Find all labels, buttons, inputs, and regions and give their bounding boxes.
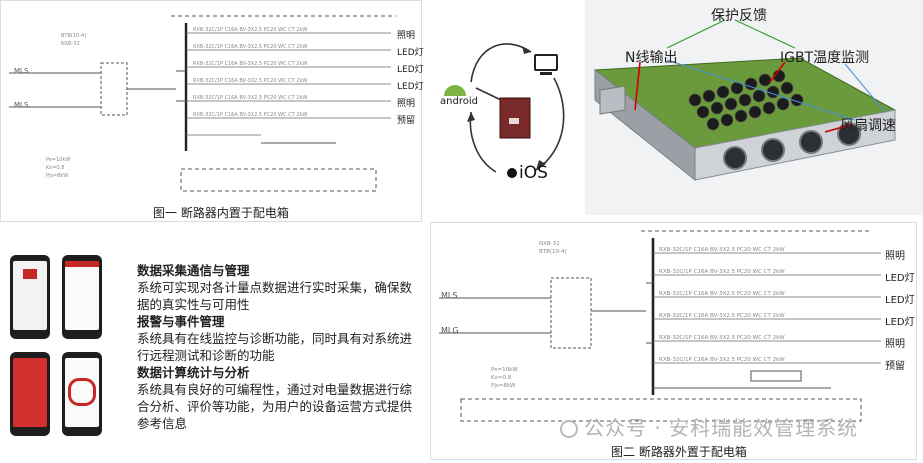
label-n-line-output: N线输出 — [625, 50, 678, 66]
svg-text:BTB(10-4): BTB(10-4) — [539, 249, 567, 255]
watermark: 公众号 · 安科瑞能效管理系统 — [560, 412, 858, 441]
svg-text:Pe=10kW: Pe=10kW — [46, 157, 70, 163]
fig1-load-2: LED灯 — [397, 48, 424, 58]
fig1-load-1: 照明 — [397, 31, 416, 41]
apple-icon — [507, 168, 517, 178]
feature-2-title: 报警与事件管理 — [137, 314, 225, 329]
fig1-load-5: 照明 — [397, 99, 416, 109]
feature-1-body: 系统可实现对各计量点数据进行实时采集，确保数据的真实性与可用性 — [137, 280, 413, 312]
ios-label: iOS — [519, 163, 548, 183]
figure-2-panel: RXB-32C/1P C16A BV-3X2.5 PC20 WC CT 2kW … — [430, 222, 917, 460]
feature-3-body: 系统具有良好的可编程性，通过对电量数据进行综合分析、评价等功能，为用户的设备运营… — [137, 382, 413, 431]
svg-text:Pjs=8kW: Pjs=8kW — [491, 383, 516, 389]
circuit-board-image: 保护反馈 N线输出 IGBT温度监测 风扇调速 — [585, 0, 923, 215]
label-igbt-temperature: IGBT温度监测 — [780, 50, 870, 66]
svg-text:RXB-32C/1P C16A BV-3X2.5 P: RXB-32C/1P C16A BV-3X2.5 PC20 WC CT 2kW — [193, 95, 307, 101]
svg-text:Kx=0.8: Kx=0.8 — [491, 375, 512, 381]
fig2-load-5: 照明 — [885, 339, 905, 350]
meter-device-icon — [499, 97, 531, 139]
svg-text:RXB-32C/1P C16A BV-3X2.5 P: RXB-32C/1P C16A BV-3X2.5 PC20 WC CT 2kW — [193, 61, 307, 67]
fig2-caption: 图二 断路器外置于配电箱 — [611, 445, 747, 459]
phone-screenshot-dashboard — [10, 352, 50, 436]
svg-text:RXB-32C/1P C16A BV-3X2.5 P: RXB-32C/1P C16A BV-3X2.5 PC20 WC CT 2kW — [659, 291, 785, 297]
phone-screenshot-gauge — [62, 352, 102, 436]
label-protection-feedback: 保护反馈 — [711, 8, 767, 24]
svg-text:NXB-32: NXB-32 — [61, 41, 80, 47]
fig2-load-4: LED灯 — [885, 317, 915, 328]
svg-text:BTB(10-4): BTB(10-4) — [61, 33, 86, 39]
fig1-load-3: LED灯 — [397, 65, 424, 75]
svg-text:RXB-32C/1P C16A BV-3X2.5 P: RXB-32C/1P C16A BV-3X2.5 PC20 WC CT 2kW — [659, 269, 785, 275]
android-icon — [444, 85, 466, 96]
svg-text:RXB-32C/1P C16A BV-3X2.5 P: RXB-32C/1P C16A BV-3X2.5 PC20 WC CT 2kW — [193, 44, 307, 50]
svg-text:RXB-32C/1P C16A BV-3X2.5 P: RXB-32C/1P C16A BV-3X2.5 PC20 WC CT 2kW — [659, 335, 785, 341]
label-fan-speed: 风扇调速 — [840, 118, 896, 134]
fig1-input-2: MLS — [14, 101, 29, 109]
feature-1-title: 数据采集通信与管理 — [137, 263, 250, 278]
svg-text:Pe=10kW: Pe=10kW — [491, 367, 518, 373]
svg-text:Pjs=8kW: Pjs=8kW — [46, 173, 68, 179]
fig1-load-6: 预留 — [397, 116, 416, 126]
fig2-load-2: LED灯 — [885, 273, 915, 284]
figure-1-panel: RXB-32C/1P C16A BV-3X2.5 PC20 WC CT 2kW … — [0, 0, 424, 222]
fig1-input-1: MLS — [14, 67, 29, 75]
svg-text:Kx=0.8: Kx=0.8 — [46, 165, 64, 171]
fig2-input-1: MLS — [441, 291, 458, 300]
fig2-load-1: 照明 — [885, 251, 905, 262]
svg-text:RXB-32C/1P C16A BV-3X2.5 P: RXB-32C/1P C16A BV-3X2.5 PC20 WC CT 2kW — [193, 78, 307, 84]
phone-screenshot-login — [10, 255, 50, 339]
fig2-input-2: MLG — [441, 326, 459, 335]
feature-3-title: 数据计算统计与分析 — [137, 365, 250, 380]
wechat-icon — [560, 420, 578, 438]
fig1-caption: 图一 断路器内置于配电箱 — [153, 206, 289, 220]
figure-1-schematic: RXB-32C/1P C16A BV-3X2.5 PC20 WC CT 2kW … — [9, 15, 396, 192]
svg-text:RXB-32C/1P C16A BV-3X2.5 P: RXB-32C/1P C16A BV-3X2.5 PC20 WC CT 2kW — [659, 357, 785, 363]
phone-screenshot-form — [62, 255, 102, 339]
watermark-text: 公众号 · 安科瑞能效管理系统 — [584, 416, 859, 440]
figure-2-schematic: RXB-32C/1P C16A BV-3X2.5 PC20 WC CT 2kW … — [439, 230, 881, 422]
fig1-load-4: LED灯 — [397, 82, 424, 92]
svg-text:NXB-32: NXB-32 — [539, 241, 560, 247]
svg-text:RXB-32C/1P C16A BV-3X2.5 P: RXB-32C/1P C16A BV-3X2.5 PC20 WC CT 2kW — [193, 27, 307, 33]
feature-2-body: 系统具有在线监控与诊断功能，同时具有对系统进行远程测试和诊断的功能 — [137, 331, 413, 363]
svg-text:RXB-32C/1P C16A BV-3X2.5 P: RXB-32C/1P C16A BV-3X2.5 PC20 WC CT 2kW — [659, 247, 785, 253]
android-label: android — [440, 96, 478, 107]
device-network-diagram: android iOS — [436, 0, 586, 215]
svg-text:RXB-32C/1P C16A BV-3X2.5 P: RXB-32C/1P C16A BV-3X2.5 PC20 WC CT 2kW — [659, 313, 785, 319]
svg-text:RXB-32C/1P C16A BV-3X2.5 P: RXB-32C/1P C16A BV-3X2.5 PC20 WC CT 2kW — [193, 112, 307, 118]
computer-icon — [534, 54, 558, 75]
feature-description: 数据采集通信与管理 系统可实现对各计量点数据进行实时采集，确保数据的真实性与可用… — [137, 262, 417, 432]
fig2-load-6: 预留 — [885, 361, 905, 372]
fig2-load-3: LED灯 — [885, 295, 915, 306]
